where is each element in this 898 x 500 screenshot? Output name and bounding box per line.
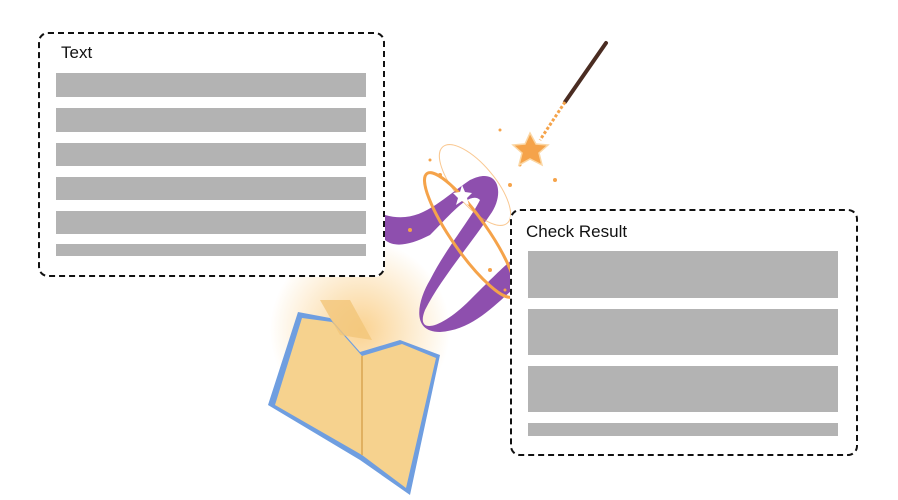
result-line-placeholder — [528, 423, 838, 436]
result-panel-title: Check Result — [526, 222, 628, 241]
result-line-placeholder — [528, 309, 838, 355]
text-line-placeholder — [56, 73, 366, 97]
text-line-placeholder — [56, 143, 366, 166]
text-line-placeholder — [56, 108, 366, 132]
magic-wand-icon — [511, 41, 608, 167]
result-line-placeholder — [528, 366, 838, 412]
input-panel-title: Text — [61, 43, 93, 62]
result-line-placeholder — [528, 251, 838, 298]
text-line-placeholder — [56, 177, 366, 200]
text-line-placeholder — [56, 211, 366, 234]
magic-book-icon — [268, 300, 440, 495]
text-line-placeholder — [56, 244, 366, 256]
sparkles — [408, 128, 557, 292]
input-text-panel: Text — [38, 32, 385, 277]
star-icon — [511, 131, 550, 167]
check-result-panel: Check Result — [510, 209, 858, 456]
